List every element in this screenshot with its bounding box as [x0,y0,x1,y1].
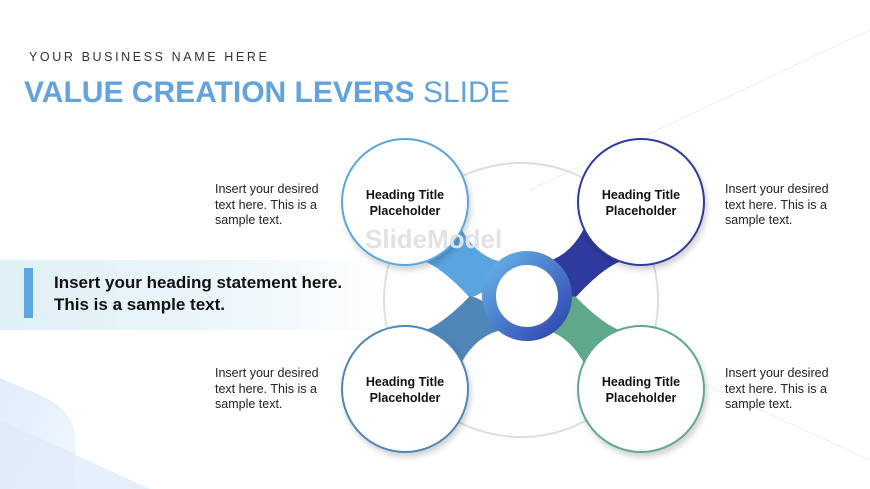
lever-circle-3 [341,325,469,453]
lever-description-2: Insert your desired text here. This is a… [725,182,829,227]
title-bold: VALUE CREATION LEVERS [24,76,415,109]
statement-line-1: Insert your heading statement here. [54,273,343,292]
center-ring [482,251,572,341]
lever-circle-2 [577,138,705,266]
lever-heading-3: Heading Title Placeholder [365,375,445,405]
lever-description-1: Insert your desired text here. This is a… [215,182,319,227]
statement-band [0,260,400,330]
watermark: SlideModel [365,224,502,254]
decorative-line [529,29,870,191]
statement-accent-bar [24,268,33,318]
lever-circle-1 [341,138,469,266]
corner-decoration-stripe [0,420,150,489]
lever-heading-1: Heading Title Placeholder [365,188,445,218]
slide-title: VALUE CREATION LEVERS SLIDE [24,76,510,110]
lever-description-3: Insert your desired text here. This is a… [215,366,319,411]
statement-line-2: This is a sample text. [54,295,226,314]
lever-heading-4: Heading Title Placeholder [601,375,681,405]
lever-description-4: Insert your desired text here. This is a… [725,366,829,411]
heading-statement: Insert your heading statement here. This… [54,272,342,316]
lever-heading-2: Heading Title Placeholder [601,188,681,218]
title-light: SLIDE [422,76,510,109]
business-name: YOUR BUSINESS NAME HERE [29,50,270,64]
lever-circle-4 [577,325,705,453]
